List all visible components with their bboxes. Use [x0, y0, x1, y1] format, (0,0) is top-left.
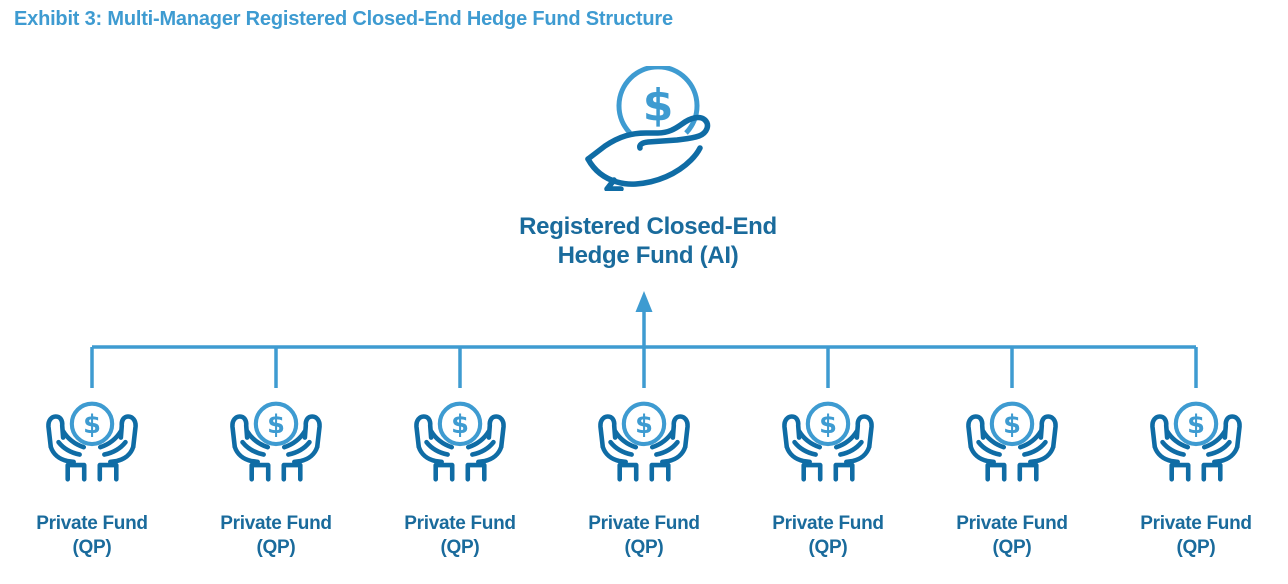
private-fund-node: $ Private Fund (QP) — [184, 398, 368, 560]
private-fund-label-line2: (QP) — [624, 537, 664, 558]
connector-drop-lines — [90, 347, 1198, 388]
right-hand-outline — [281, 414, 322, 482]
private-fund-label-line1: Private Fund — [956, 513, 1068, 534]
coin-outline — [253, 401, 299, 447]
parent-fund-label: Registered Closed-End Hedge Fund (AI) — [519, 212, 777, 270]
private-fund-label: Private Fund (QP) — [588, 512, 700, 560]
private-fund-node: $ Private Fund (QP) — [920, 398, 1104, 560]
private-fund-label: Private Fund (QP) — [1140, 512, 1252, 560]
left-hand-outline — [1150, 414, 1191, 482]
private-fund-label-line1: Private Fund — [1140, 513, 1252, 534]
private-fund-label-line2: (QP) — [256, 537, 296, 558]
parent-fund-label-line1: Registered Closed-End — [519, 213, 777, 240]
private-fund-label-line1: Private Fund — [772, 513, 884, 534]
private-fund-label-line1: Private Fund — [36, 513, 148, 534]
hands-holding-coin-icon: $ — [966, 401, 1058, 482]
private-fund-node: $ Private Fund (QP) — [552, 398, 736, 560]
left-hand-outline — [46, 414, 87, 482]
parent-fund-node: $ Registered Closed-End Hedge Fund (AI) — [8, 66, 1288, 270]
left-hand-outline — [230, 414, 271, 482]
coin-outline — [616, 66, 700, 135]
dollar-sign: $ — [819, 410, 837, 440]
left-hand-outline — [598, 414, 639, 482]
dollar-sign: $ — [267, 410, 285, 440]
right-hand-outline — [465, 414, 506, 482]
left-hand-outline — [782, 414, 823, 482]
dollar-sign: $ — [643, 80, 674, 131]
coin-outline — [69, 401, 115, 447]
private-fund-label: Private Fund (QP) — [956, 512, 1068, 560]
hands-holding-coin-icon: $ — [414, 401, 506, 482]
coin-outline — [437, 401, 483, 447]
private-fund-node: $ Private Fund (QP) — [1104, 398, 1288, 560]
private-fund-label: Private Fund (QP) — [36, 512, 148, 560]
dollar-sign: $ — [1003, 410, 1021, 440]
private-fund-node: $ Private Fund (QP) — [736, 398, 920, 560]
right-hand-outline — [1201, 414, 1242, 482]
private-fund-label-line2: (QP) — [808, 537, 848, 558]
right-hand-outline — [97, 414, 138, 482]
arrow-head — [635, 291, 653, 312]
parent-fund-label-line2: Hedge Fund (AI) — [557, 242, 739, 269]
hand-holding-coin-icon: $ — [585, 66, 711, 191]
private-fund-label-line2: (QP) — [440, 537, 480, 558]
dollar-sign: $ — [1187, 410, 1205, 440]
hands-holding-coin-icon: $ — [230, 401, 322, 482]
hands-holding-coin-icon: $ — [1150, 401, 1242, 482]
dollar-sign: $ — [83, 410, 101, 440]
private-fund-label-line2: (QP) — [992, 537, 1032, 558]
coin-outline — [1173, 401, 1219, 447]
private-fund-label-line1: Private Fund — [588, 513, 700, 534]
coin-outline — [989, 401, 1035, 447]
private-fund-node: $ Private Fund (QP) — [0, 398, 184, 560]
private-fund-label-line1: Private Fund — [220, 513, 332, 534]
coin-outline — [805, 401, 851, 447]
private-fund-label-line1: Private Fund — [404, 513, 516, 534]
left-hand-outline — [414, 414, 455, 482]
right-hand-outline — [1017, 414, 1058, 482]
exhibit-title: Exhibit 3: Multi-Manager Registered Clos… — [14, 8, 673, 30]
left-hand-outline — [966, 414, 1007, 482]
private-fund-label-line2: (QP) — [1176, 537, 1216, 558]
coin-outline — [621, 401, 667, 447]
hands-holding-coin-icon: $ — [782, 401, 874, 482]
right-hand-outline — [833, 414, 874, 482]
hand-outline — [585, 114, 711, 191]
private-fund-label: Private Fund (QP) — [772, 512, 884, 560]
private-fund-label-line2: (QP) — [72, 537, 112, 558]
private-fund-label: Private Fund (QP) — [404, 512, 516, 560]
dollar-sign: $ — [635, 410, 653, 440]
right-hand-outline — [649, 414, 690, 482]
private-fund-label: Private Fund (QP) — [220, 512, 332, 560]
hands-holding-coin-icon: $ — [598, 401, 690, 482]
private-funds-row: $ Private Fund (QP) — [0, 398, 1288, 560]
hands-holding-coin-icon: $ — [46, 401, 138, 482]
dollar-sign: $ — [451, 410, 469, 440]
private-fund-node: $ Private Fund (QP) — [368, 398, 552, 560]
